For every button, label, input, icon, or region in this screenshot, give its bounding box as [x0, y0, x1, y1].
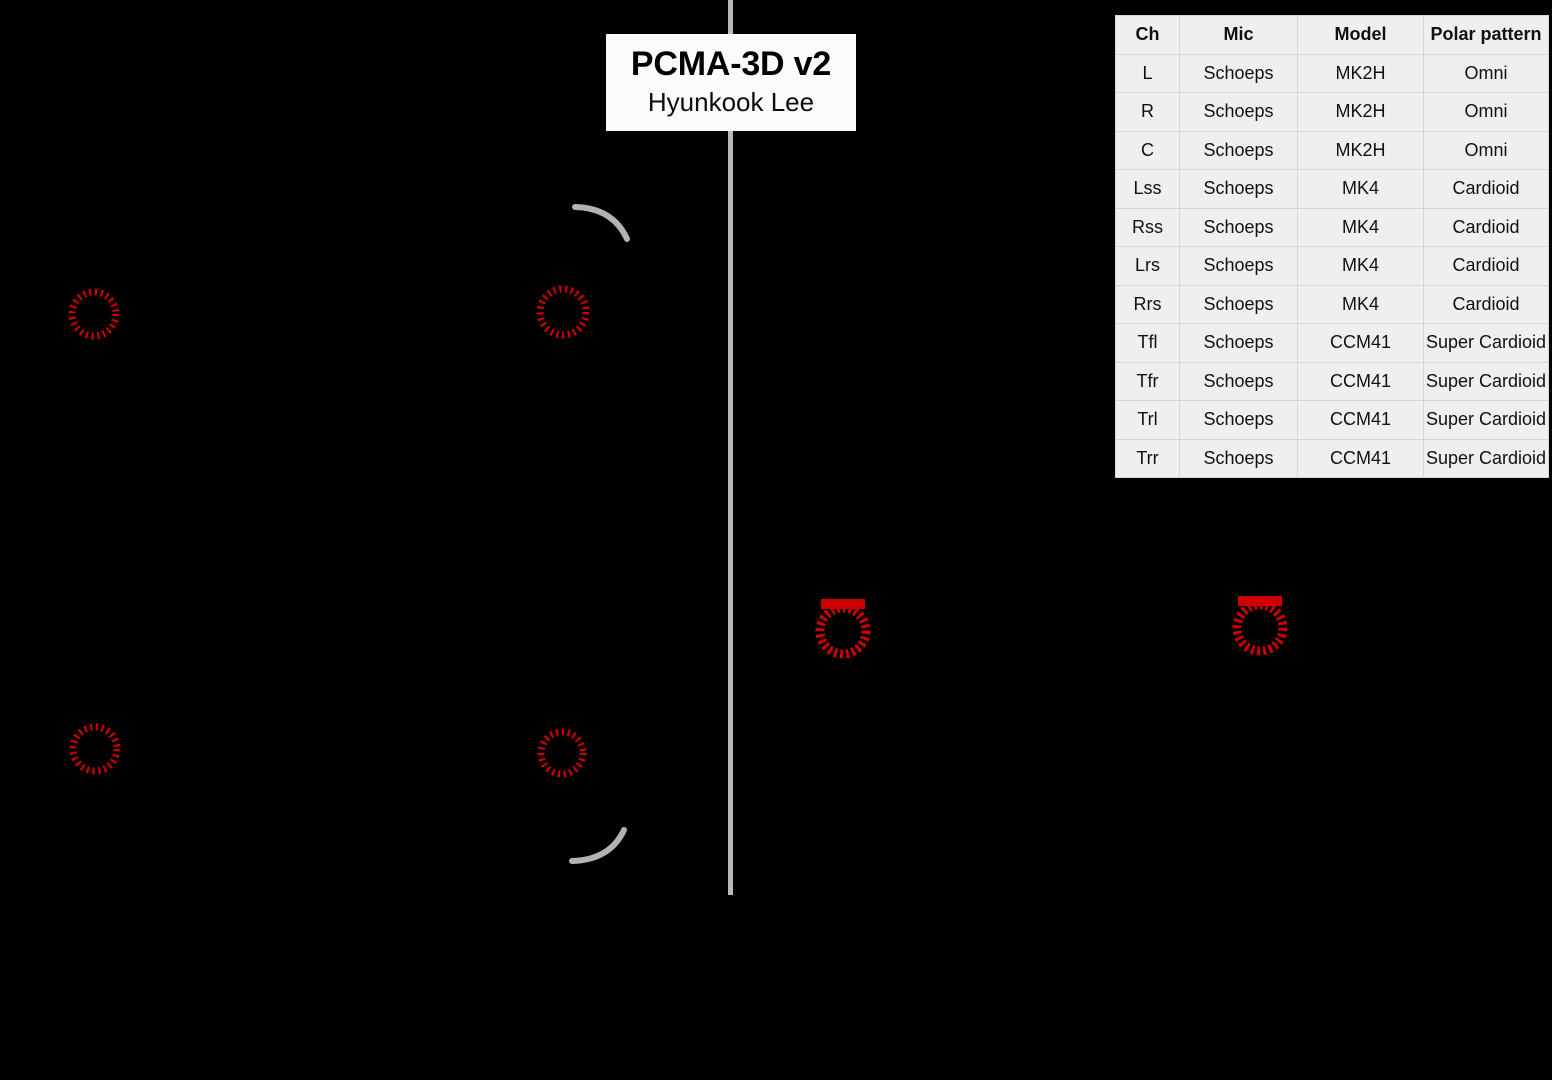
cell-ch: Lss [1115, 169, 1180, 209]
cell-mic: Schoeps [1179, 323, 1298, 363]
col-header-model: Model [1297, 15, 1424, 55]
cell-mic: Schoeps [1179, 438, 1298, 478]
cell-model: MK4 [1297, 207, 1424, 247]
cell-ch: Trr [1115, 438, 1180, 478]
mic-upper-left-outer[interactable] [68, 288, 120, 340]
cell-ch: C [1115, 130, 1180, 170]
cell-polar: Cardioid [1423, 207, 1549, 247]
col-header-ch: Ch [1115, 15, 1180, 55]
cell-mic: Schoeps [1179, 361, 1298, 401]
cell-model: MK2H [1297, 53, 1424, 93]
cell-polar: Cardioid [1423, 246, 1549, 286]
cell-ch: Rss [1115, 207, 1180, 247]
cell-model: MK2H [1297, 130, 1424, 170]
cell-mic: Schoeps [1179, 246, 1298, 286]
cell-mic: Schoeps [1179, 130, 1298, 170]
cell-ch: R [1115, 92, 1180, 132]
cell-model: CCM41 [1297, 400, 1424, 440]
cell-ch: Tfr [1115, 361, 1180, 401]
title-plate: PCMA-3D v2 Hyunkook Lee [606, 34, 856, 131]
cell-model: MK4 [1297, 246, 1424, 286]
mic-lower-left-inner[interactable] [537, 728, 587, 778]
mic-upper-left-inner[interactable] [536, 285, 590, 339]
cell-model: MK4 [1297, 284, 1424, 324]
cell-polar: Super Cardioid [1423, 400, 1549, 440]
cell-model: MK2H [1297, 92, 1424, 132]
cell-mic: Schoeps [1179, 400, 1298, 440]
mic-center-capsule[interactable] [810, 590, 876, 666]
col-header-polar: Polar pattern [1423, 15, 1549, 55]
cell-polar: Super Cardioid [1423, 323, 1549, 363]
col-header-mic: Mic [1179, 15, 1298, 55]
cell-ch: L [1115, 53, 1180, 93]
cell-ch: Rrs [1115, 284, 1180, 324]
cell-mic: Schoeps [1179, 53, 1298, 93]
cell-polar: Omni [1423, 92, 1549, 132]
arc-lower [562, 818, 642, 873]
cell-polar: Super Cardioid [1423, 361, 1549, 401]
cell-mic: Schoeps [1179, 207, 1298, 247]
mic-lower-left-outer[interactable] [69, 723, 121, 775]
cell-model: CCM41 [1297, 438, 1424, 478]
cell-model: CCM41 [1297, 361, 1424, 401]
array-name: PCMA-3D v2 [630, 45, 832, 84]
cell-ch: Trl [1115, 400, 1180, 440]
cell-model: MK4 [1297, 169, 1424, 209]
cell-polar: Omni [1423, 53, 1549, 93]
cell-mic: Schoeps [1179, 284, 1298, 324]
mic-right-capsule[interactable] [1227, 587, 1293, 663]
cell-polar: Omni [1423, 130, 1549, 170]
cell-ch: Tfl [1115, 323, 1180, 363]
cell-polar: Cardioid [1423, 284, 1549, 324]
center-axis-line [728, 0, 733, 895]
cell-polar: Cardioid [1423, 169, 1549, 209]
cell-mic: Schoeps [1179, 92, 1298, 132]
cell-ch: Lrs [1115, 246, 1180, 286]
cell-polar: Super Cardioid [1423, 438, 1549, 478]
cell-model: CCM41 [1297, 323, 1424, 363]
cell-mic: Schoeps [1179, 169, 1298, 209]
table-header-row: Ch Mic Model Polar pattern [1115, 15, 1549, 55]
arc-upper [565, 195, 645, 250]
array-author: Hyunkook Lee [647, 86, 815, 117]
